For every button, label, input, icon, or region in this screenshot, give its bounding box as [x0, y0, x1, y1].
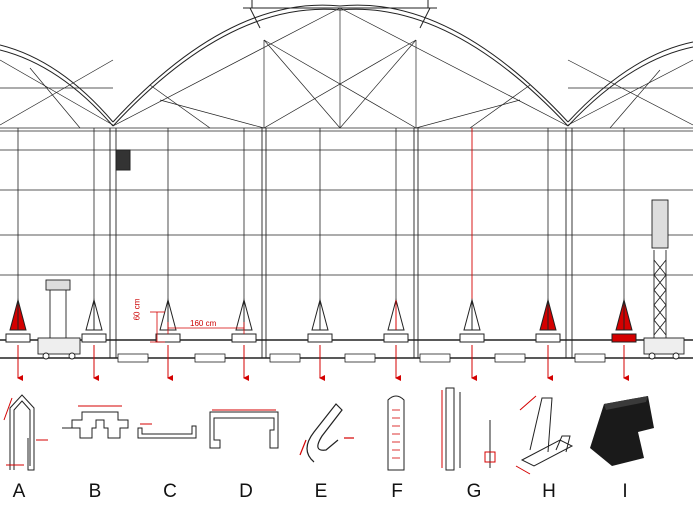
- gutter-hanger: [231, 298, 257, 343]
- detail-label-g: G: [466, 481, 482, 502]
- detail-label-a: A: [12, 481, 26, 502]
- gutter-hanger: [535, 298, 561, 343]
- detail-g-strip: [441, 387, 496, 471]
- detail-d-gutter-profile: [209, 409, 279, 449]
- height-dimension-label: 60 cm: [132, 298, 142, 321]
- detail-e-hook: [299, 403, 354, 463]
- gutter-hanger: [611, 298, 637, 343]
- detail-label-d: D: [239, 481, 253, 502]
- detail-label-h: H: [542, 481, 556, 502]
- detail-h-hanger-3d: [515, 395, 574, 475]
- roof-trusses: [0, 7, 693, 129]
- gutter-motor-box: [115, 149, 131, 171]
- detail-label-b: B: [88, 481, 102, 502]
- width-dimension-label: 160 cm: [190, 319, 217, 328]
- dimension-lines: [150, 311, 245, 343]
- detail-c-gutter-profile: [137, 423, 197, 439]
- pipe-rail-trolley-left: [37, 279, 81, 360]
- floor-blocks: [117, 353, 606, 363]
- support-columns: [109, 128, 573, 358]
- detail-b-gutter-profile: [62, 405, 129, 439]
- detail-label-i: I: [622, 481, 628, 502]
- hanging-wires: [17, 128, 625, 300]
- detail-f-bracket: [387, 395, 405, 471]
- detail-i-rubber-block: [590, 396, 654, 466]
- gutter-hanger: [383, 298, 409, 343]
- gutter-hanger: [81, 298, 107, 343]
- detail-a-hanger-profile: [3, 394, 48, 471]
- detail-label-e: E: [314, 481, 328, 502]
- gutter-hanger: [307, 298, 333, 343]
- down-arrows: [17, 345, 629, 381]
- gutter-hangers: [5, 298, 637, 343]
- gutter-hanger: [155, 298, 181, 343]
- detail-label-f: F: [391, 481, 403, 502]
- scissor-lift-trolley-right: [643, 199, 685, 360]
- detail-label-c: C: [163, 481, 177, 502]
- horizontal-rails: [0, 127, 693, 359]
- gutter-hanger: [459, 298, 485, 343]
- gutter-hanger: [5, 298, 31, 343]
